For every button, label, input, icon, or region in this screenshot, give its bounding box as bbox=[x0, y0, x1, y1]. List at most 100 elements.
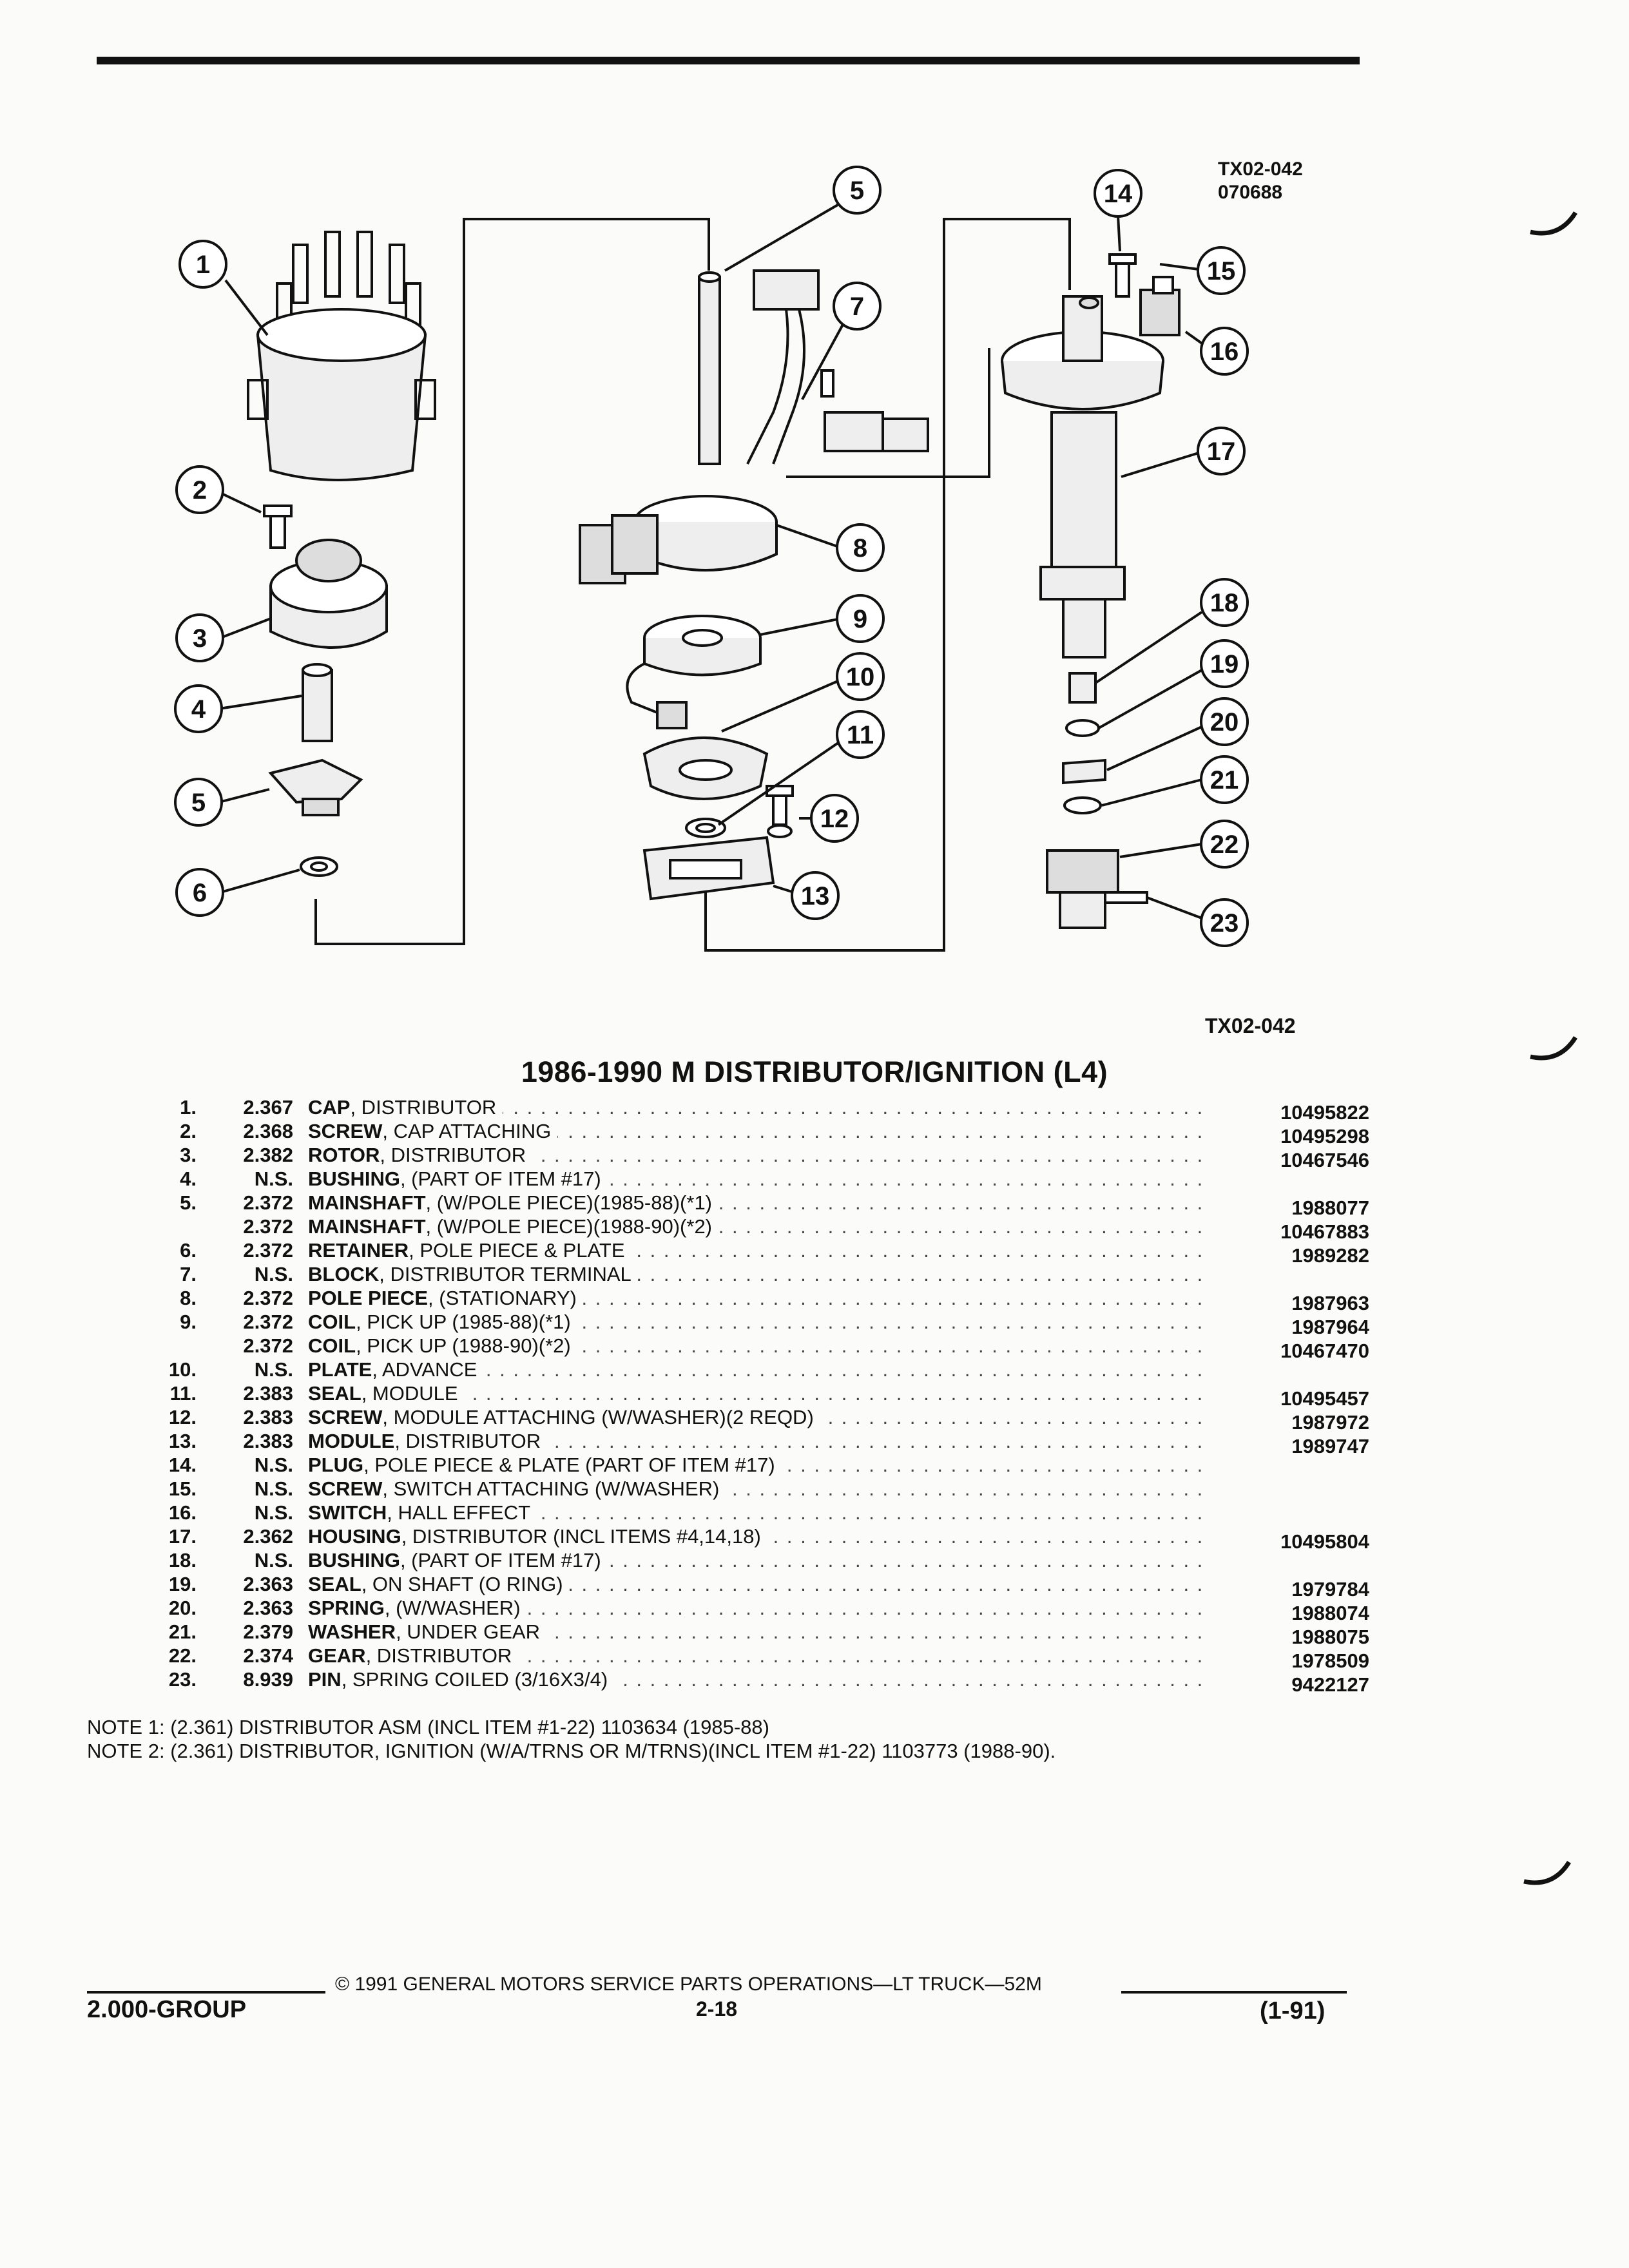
part-number: 1978509 bbox=[1291, 1649, 1369, 1672]
part-description: . . . . . . . . . . . . . . . . . . . . … bbox=[308, 1215, 1210, 1238]
group-number: 2.368 bbox=[243, 1120, 293, 1142]
figure-code-block: TX02-042 070688 bbox=[1218, 158, 1303, 204]
parts-row: 15.N.S. . . . . . . . . . . . . . . . . … bbox=[129, 1477, 1366, 1501]
part-name: HOUSING bbox=[308, 1525, 401, 1548]
part-qualifier: , CAP ATTACHING bbox=[382, 1120, 552, 1142]
callout-label: 23 bbox=[1210, 909, 1239, 937]
callout-22: 22 bbox=[1200, 820, 1249, 869]
part-name: SWITCH bbox=[308, 1501, 387, 1524]
item-number: 7. bbox=[180, 1263, 197, 1285]
part-number: 1988075 bbox=[1291, 1626, 1369, 1648]
part-number: 10467546 bbox=[1280, 1149, 1369, 1171]
parts-row: 12.2.383 . . . . . . . . . . . . . . . .… bbox=[129, 1405, 1369, 1434]
item-number: 2. bbox=[180, 1120, 197, 1142]
footer-group: 2.000-GROUP bbox=[87, 1996, 247, 2023]
callout-8: 8 bbox=[836, 523, 885, 572]
parts-row: 17.2.362 . . . . . . . . . . . . . . . .… bbox=[129, 1524, 1369, 1553]
part-description: . . . . . . . . . . . . . . . . . . . . … bbox=[308, 1405, 1210, 1429]
part-number: 1988077 bbox=[1291, 1196, 1369, 1219]
group-number: N.S. bbox=[254, 1168, 293, 1190]
figure-reference: TX02-042 bbox=[1205, 1014, 1296, 1037]
callout-label: 17 bbox=[1207, 437, 1236, 466]
parts-row: 2. 2.368 . . . . . . . . . . . . . . . . … bbox=[129, 1119, 1369, 1148]
part-name: BUSHING bbox=[308, 1168, 400, 1190]
parts-row: 14.N.S. . . . . . . . . . . . . . . . . … bbox=[129, 1453, 1366, 1477]
group-number: 2.372 bbox=[243, 1239, 293, 1262]
item-number: 13. bbox=[168, 1430, 197, 1452]
spring-washer-drawing bbox=[1062, 758, 1106, 785]
group-number: 2.379 bbox=[243, 1620, 293, 1643]
part-number: 1987963 bbox=[1291, 1292, 1369, 1314]
part-number: 1989747 bbox=[1291, 1435, 1369, 1457]
part-qualifier: , (W/WASHER) bbox=[384, 1597, 521, 1619]
item-number: 15. bbox=[168, 1477, 197, 1500]
note-2: NOTE 2: (2.361) DISTRIBUTOR, IGNITION (W… bbox=[87, 1740, 1056, 1762]
part-description: . . . . . . . . . . . . . . . . . . . . … bbox=[308, 1310, 1210, 1334]
callout-label: 7 bbox=[850, 293, 864, 321]
item-number: 19. bbox=[168, 1573, 197, 1595]
parts-row: 13.2.383 . . . . . . . . . . . . . . . .… bbox=[129, 1429, 1369, 1457]
parts-row: 8.2.372 . . . . . . . . . . . . . . . . … bbox=[129, 1286, 1369, 1314]
part-qualifier: , POLE PIECE & PLATE (PART OF ITEM #17) bbox=[363, 1454, 775, 1476]
part-description: . . . . . . . . . . . . . . . . . . . . … bbox=[308, 1548, 1210, 1572]
group-number: 2.363 bbox=[243, 1597, 293, 1619]
callout-5: 5 bbox=[833, 166, 882, 215]
part-description: . . . . . . . . . . . . . . . . . . . . … bbox=[308, 1667, 1210, 1691]
part-name: ROTOR bbox=[308, 1144, 380, 1166]
part-name: POLE PIECE bbox=[308, 1287, 429, 1309]
leader-lines bbox=[218, 204, 1210, 919]
shaft-seal-drawing bbox=[1065, 719, 1100, 737]
part-description: . . . . . . . . . . . . . . . . . . . . … bbox=[308, 1620, 1210, 1644]
retainer-ring-drawing bbox=[300, 856, 338, 877]
callout-17: 17 bbox=[1197, 427, 1246, 476]
part-description: . . . . . . . . . . . . . . . . . . . . … bbox=[308, 1167, 1210, 1191]
part-description: . . . . . . . . . . . . . . . . . . . . … bbox=[308, 1429, 1210, 1453]
part-description: . . . . . . . . . . . . . . . . . . . . … bbox=[308, 1119, 1210, 1143]
part-description: . . . . . . . . . . . . . . . . . . . . … bbox=[308, 1095, 1210, 1119]
part-name: SEAL bbox=[308, 1382, 361, 1405]
item-number: 12. bbox=[168, 1406, 197, 1428]
part-qualifier: , UNDER GEAR bbox=[396, 1620, 540, 1643]
part-number: 1987964 bbox=[1291, 1316, 1369, 1338]
part-name: SCREW bbox=[308, 1406, 383, 1428]
callout-label: 6 bbox=[193, 879, 207, 907]
part-qualifier: , ADVANCE bbox=[372, 1358, 477, 1381]
callout-label: 5 bbox=[191, 789, 206, 817]
part-qualifier: , ON SHAFT (O RING) bbox=[361, 1573, 563, 1595]
part-name: CAP bbox=[308, 1096, 351, 1119]
parts-row: 6.2.372 . . . . . . . . . . . . . . . . … bbox=[129, 1238, 1369, 1267]
parts-row: 16.N.S. . . . . . . . . . . . . . . . . … bbox=[129, 1501, 1366, 1524]
group-number: 2.382 bbox=[243, 1144, 293, 1166]
housing-bushing-drawing bbox=[1068, 672, 1097, 704]
part-qualifier: , SPRING COILED (3/16X3/4) bbox=[341, 1668, 608, 1691]
parts-row: 9.2.372 . . . . . . . . . . . . . . . . … bbox=[129, 1310, 1369, 1338]
callout-label: 4 bbox=[191, 695, 206, 724]
part-description: . . . . . . . . . . . . . . . . . . . . … bbox=[308, 1477, 1210, 1501]
distributor-gear-drawing bbox=[1046, 849, 1119, 929]
part-description: . . . . . . . . . . . . . . . . . . . . … bbox=[308, 1381, 1210, 1405]
part-qualifier: , DISTRIBUTOR TERMINAL bbox=[379, 1263, 631, 1285]
parts-row: 19.2.363 . . . . . . . . . . . . . . . .… bbox=[129, 1572, 1369, 1600]
figure-code: TX02-042 bbox=[1218, 159, 1303, 180]
callout-label: 16 bbox=[1210, 338, 1239, 366]
footer-date: (1-91) bbox=[1260, 1997, 1325, 2024]
part-description: . . . . . . . . . . . . . . . . . . . . … bbox=[308, 1524, 1210, 1548]
figure-date-code: 070688 bbox=[1218, 182, 1283, 203]
spring-pin-drawing bbox=[1104, 891, 1148, 904]
part-description: . . . . . . . . . . . . . . . . . . . . … bbox=[308, 1596, 1210, 1620]
part-number: 9422127 bbox=[1291, 1673, 1369, 1696]
footer-copyright: © 1991 GENERAL MOTORS SERVICE PARTS OPER… bbox=[335, 1974, 1042, 1995]
item-number: 3. bbox=[180, 1144, 197, 1166]
parts-row: 21.2.379 . . . . . . . . . . . . . . . .… bbox=[129, 1620, 1369, 1648]
part-name: WASHER bbox=[308, 1620, 396, 1643]
parts-row: 7.N.S. . . . . . . . . . . . . . . . . .… bbox=[129, 1262, 1366, 1286]
part-description: . . . . . . . . . . . . . . . . . . . . … bbox=[308, 1501, 1210, 1524]
connector-line-mid bbox=[704, 218, 1071, 952]
part-name: MAINSHAFT bbox=[308, 1191, 426, 1214]
callout-label: 2 bbox=[193, 476, 207, 505]
notes-block: NOTE 1: (2.361) DISTRIBUTOR ASM (INCL IT… bbox=[87, 1715, 1055, 1763]
pickup-coil-drawing bbox=[626, 615, 762, 729]
callout-14: 14 bbox=[1094, 169, 1142, 218]
connector-line-harness bbox=[786, 348, 990, 478]
terminal-block-harness-drawing bbox=[746, 269, 929, 465]
